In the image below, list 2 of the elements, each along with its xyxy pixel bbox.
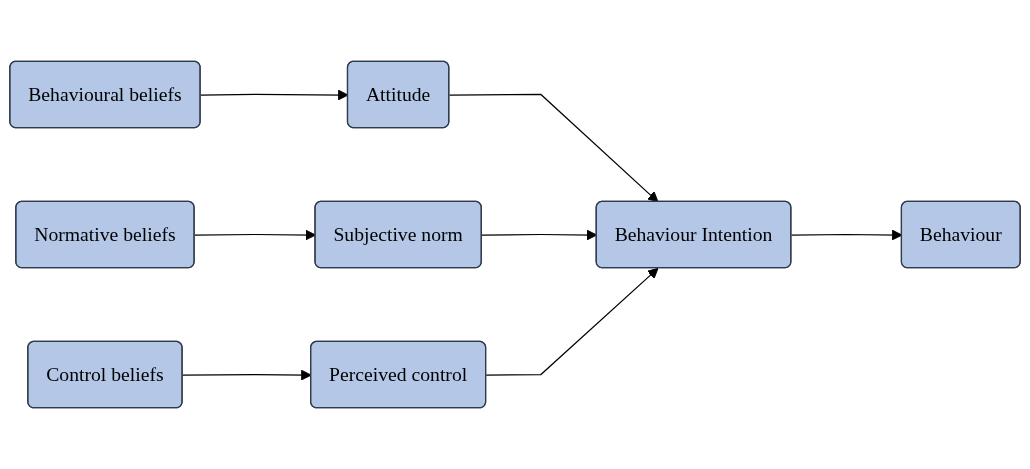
arrow [448, 93, 659, 203]
arrow [485, 267, 659, 376]
